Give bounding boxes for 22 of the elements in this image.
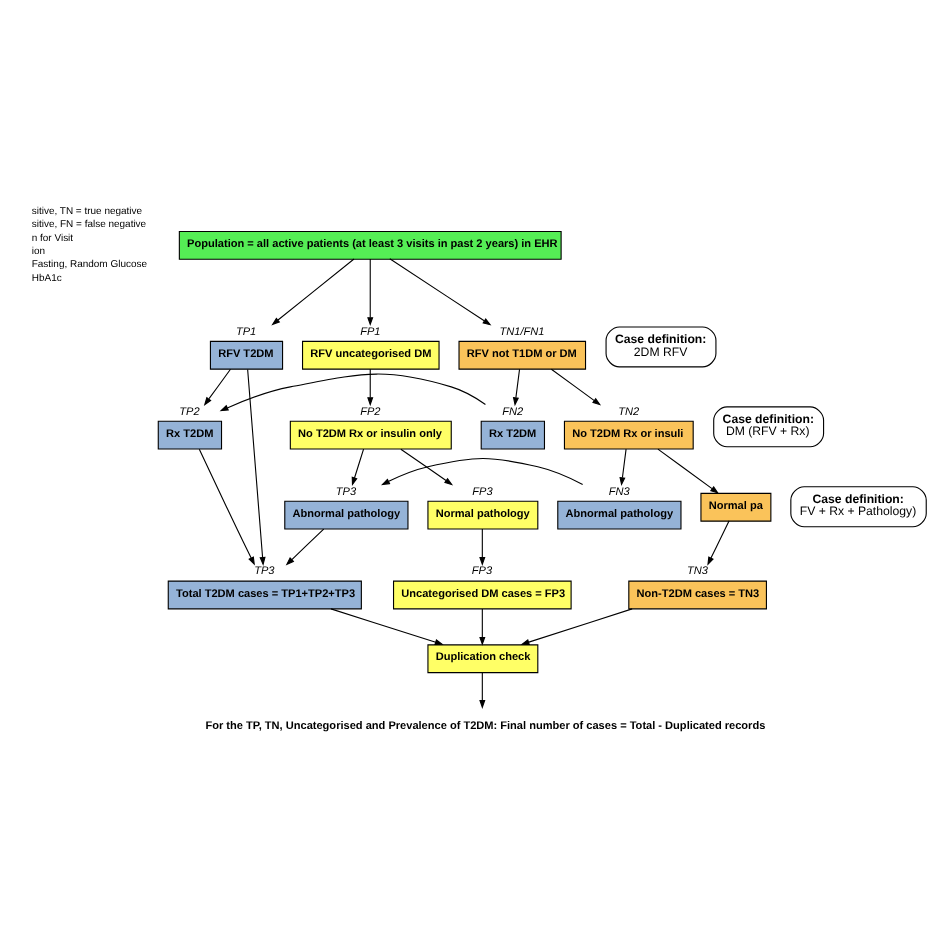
arrow — [219, 373, 486, 412]
arrow — [479, 608, 486, 646]
arrow — [479, 671, 486, 709]
arrow — [707, 520, 730, 566]
arrow — [271, 258, 355, 326]
arrow — [619, 448, 627, 487]
arrow — [351, 448, 365, 487]
arrow — [520, 608, 633, 646]
arrow — [285, 528, 325, 566]
arrow — [657, 448, 719, 494]
arrow — [389, 258, 492, 326]
arrow — [400, 448, 454, 486]
arrow — [198, 448, 255, 566]
arrow — [550, 368, 602, 406]
arrow — [247, 369, 266, 566]
arrow — [381, 457, 584, 486]
arrow — [479, 528, 486, 567]
arrow — [367, 258, 374, 327]
arrow — [367, 368, 374, 407]
arrow — [330, 608, 444, 646]
arrow — [203, 368, 232, 406]
arrow — [512, 368, 521, 407]
